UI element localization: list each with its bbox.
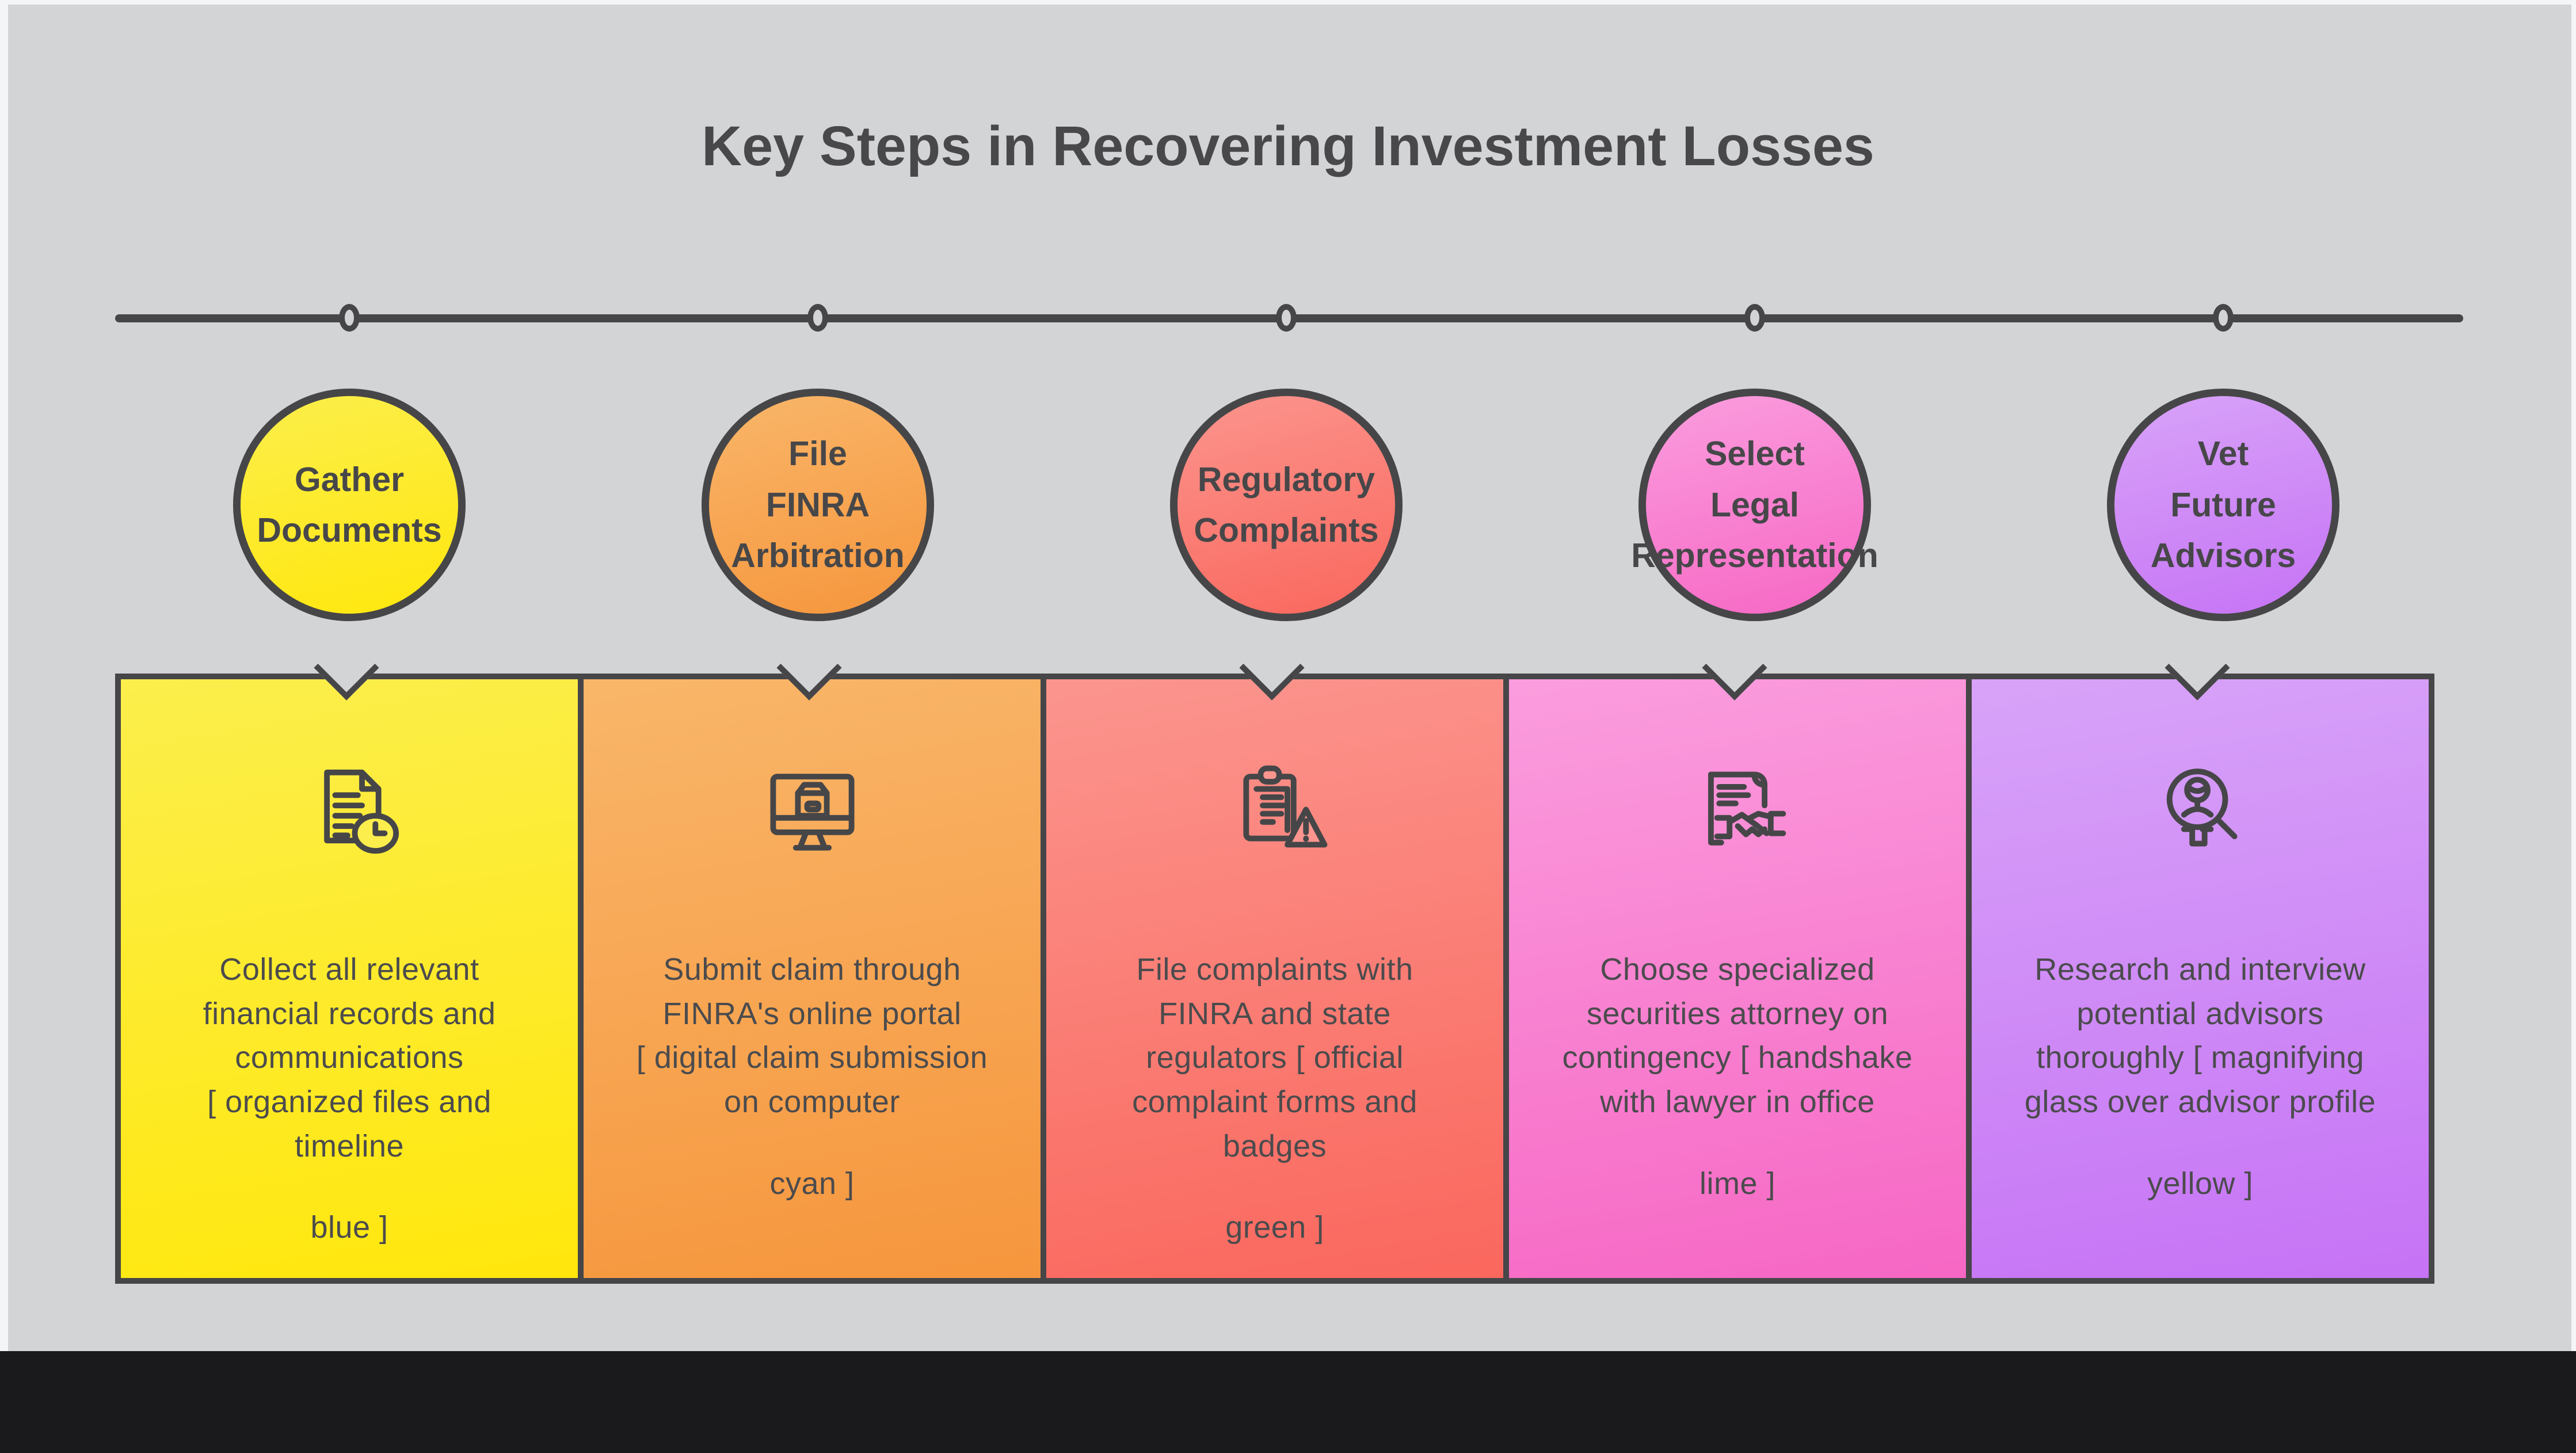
card-notch bbox=[2165, 635, 2230, 701]
timeline-node bbox=[1276, 304, 1297, 332]
card-accent-note: yellow ] bbox=[2147, 1166, 2254, 1201]
card-description: File complaints with FINRA and state reg… bbox=[1132, 952, 1417, 1163]
card-description: Collect all relevant financial records a… bbox=[203, 952, 496, 1163]
right-edge-strip bbox=[2571, 0, 2576, 1351]
timeline-node bbox=[339, 304, 360, 332]
timeline-node bbox=[1744, 304, 1765, 332]
advisor-search-icon bbox=[2139, 747, 2262, 880]
card-accent-note: lime ] bbox=[1699, 1166, 1775, 1201]
card-notch bbox=[1239, 635, 1305, 701]
card-description: Submit claim through FINRA's online port… bbox=[636, 952, 988, 1120]
step-card-gather-documents: Collect all relevant financial records a… bbox=[115, 635, 584, 1284]
attorney-handshake-icon bbox=[1676, 747, 1800, 880]
card-notch bbox=[1702, 635, 1767, 701]
claim-computer-icon bbox=[750, 747, 874, 880]
complaint-warning-icon bbox=[1213, 747, 1337, 880]
card-accent-note: cyan ] bbox=[769, 1166, 855, 1201]
document-clock-icon bbox=[288, 747, 411, 880]
footer-bar bbox=[0, 1351, 2576, 1453]
step-circle-select-legal-representation: Select Legal Representation bbox=[1631, 389, 1878, 621]
page-title: Key Steps in Recovering Investment Losse… bbox=[702, 115, 1874, 177]
step-circle-label: Gather Documents bbox=[257, 460, 442, 550]
step-cards-row: Collect all relevant financial records a… bbox=[115, 635, 2434, 1284]
card-notch bbox=[314, 635, 379, 701]
timeline-node bbox=[2213, 304, 2234, 332]
step-card-select-legal-representation: Choose specialized securities attorney o… bbox=[1503, 635, 1972, 1284]
top-edge-strip bbox=[0, 0, 2576, 5]
step-circle-label: Select Legal Representation bbox=[1631, 435, 1878, 575]
card-notch bbox=[776, 635, 842, 701]
card-accent-note: blue ] bbox=[310, 1210, 388, 1245]
step-circle-file-finra-arbitration: File FINRA Arbitration bbox=[702, 389, 934, 621]
step-circle-regulatory-complaints: Regulatory Complaints bbox=[1170, 389, 1403, 621]
timeline-node bbox=[807, 304, 828, 332]
card-description: Research and interview potential advisor… bbox=[2024, 952, 2376, 1120]
step-circle-label: Regulatory Complaints bbox=[1194, 460, 1379, 550]
step-circle-vet-future-advisors: Vet Future Advisors bbox=[2107, 389, 2339, 621]
step-circles-row: Gather Documents File FINRA Arbitration … bbox=[233, 389, 2339, 621]
step-circle-label: File FINRA Arbitration bbox=[731, 435, 905, 575]
left-edge-strip bbox=[0, 0, 8, 1351]
card-description: Choose specialized securities attorney o… bbox=[1562, 952, 1913, 1120]
card-accent-note: green ] bbox=[1225, 1210, 1324, 1245]
step-card-file-finra-arbitration: Submit claim through FINRA's online port… bbox=[578, 635, 1046, 1284]
step-circle-label: Vet Future Advisors bbox=[2150, 435, 2296, 575]
step-card-regulatory-complaints: File complaints with FINRA and state reg… bbox=[1041, 635, 1509, 1284]
step-card-vet-future-advisors: Research and interview potential advisor… bbox=[1966, 635, 2434, 1284]
step-circle-gather-documents: Gather Documents bbox=[233, 389, 466, 621]
